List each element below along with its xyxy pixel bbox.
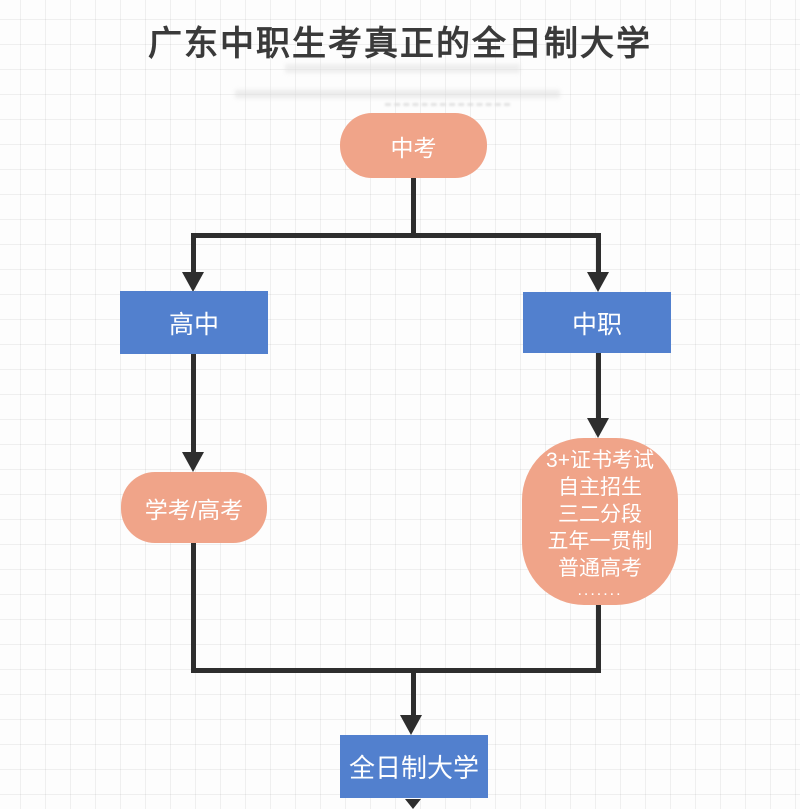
edge-to-daxue xyxy=(411,668,416,715)
node-xuekao-gaokao: 学考/高考 xyxy=(121,472,267,543)
edge-converge-horizontal xyxy=(193,668,601,673)
edge-gaozhong-to-xuekao xyxy=(191,354,196,452)
cropped-arrow-tip xyxy=(405,799,421,809)
pathway-line: 三二分段 xyxy=(558,503,642,526)
pathway-line: 自主招生 xyxy=(558,476,642,499)
watermark-smudge xyxy=(285,64,520,73)
node-pathways: 3+证书考试 自主招生 三二分段 五年一贯制 普通高考 ....... xyxy=(522,438,678,605)
pathway-ellipsis: ....... xyxy=(577,582,623,599)
watermark-smudge xyxy=(235,90,560,98)
arrowhead-gaozhong xyxy=(182,272,204,292)
node-zhongkao: 中考 xyxy=(340,113,487,178)
edge-split-horizontal xyxy=(193,233,600,238)
node-daxue: 全日制大学 xyxy=(340,735,488,798)
edge-pathways-down xyxy=(596,605,601,672)
pathway-line: 普通高考 xyxy=(558,557,642,580)
edge-zhongzhi-to-pathways xyxy=(596,353,601,418)
arrowhead-pathways xyxy=(587,418,609,438)
watermark-smudge xyxy=(385,103,510,106)
pathway-line: 3+证书考试 xyxy=(546,449,654,472)
pathway-line: 五年一贯制 xyxy=(547,530,653,553)
page-title: 广东中职生考真正的全日制大学 xyxy=(148,25,652,63)
edge-to-zhongzhi xyxy=(596,233,601,273)
arrowhead-xuekao xyxy=(182,452,204,472)
edge-to-gaozhong xyxy=(191,233,196,273)
node-xuekao-label: 学考/高考 xyxy=(144,496,244,523)
edge-zhongkao-stem xyxy=(411,178,416,235)
arrowhead-zhongzhi xyxy=(587,272,609,292)
node-gaozhong: 高中 xyxy=(120,291,268,354)
node-zhongzhi: 中职 xyxy=(523,292,671,353)
arrowhead-daxue xyxy=(400,715,422,735)
node-zhongkao-label: 中考 xyxy=(390,134,437,161)
node-daxue-label: 全日制大学 xyxy=(348,753,479,783)
node-zhongzhi-label: 中职 xyxy=(571,310,622,339)
edge-xuekao-down xyxy=(191,543,196,673)
node-gaozhong-label: 高中 xyxy=(168,310,219,339)
